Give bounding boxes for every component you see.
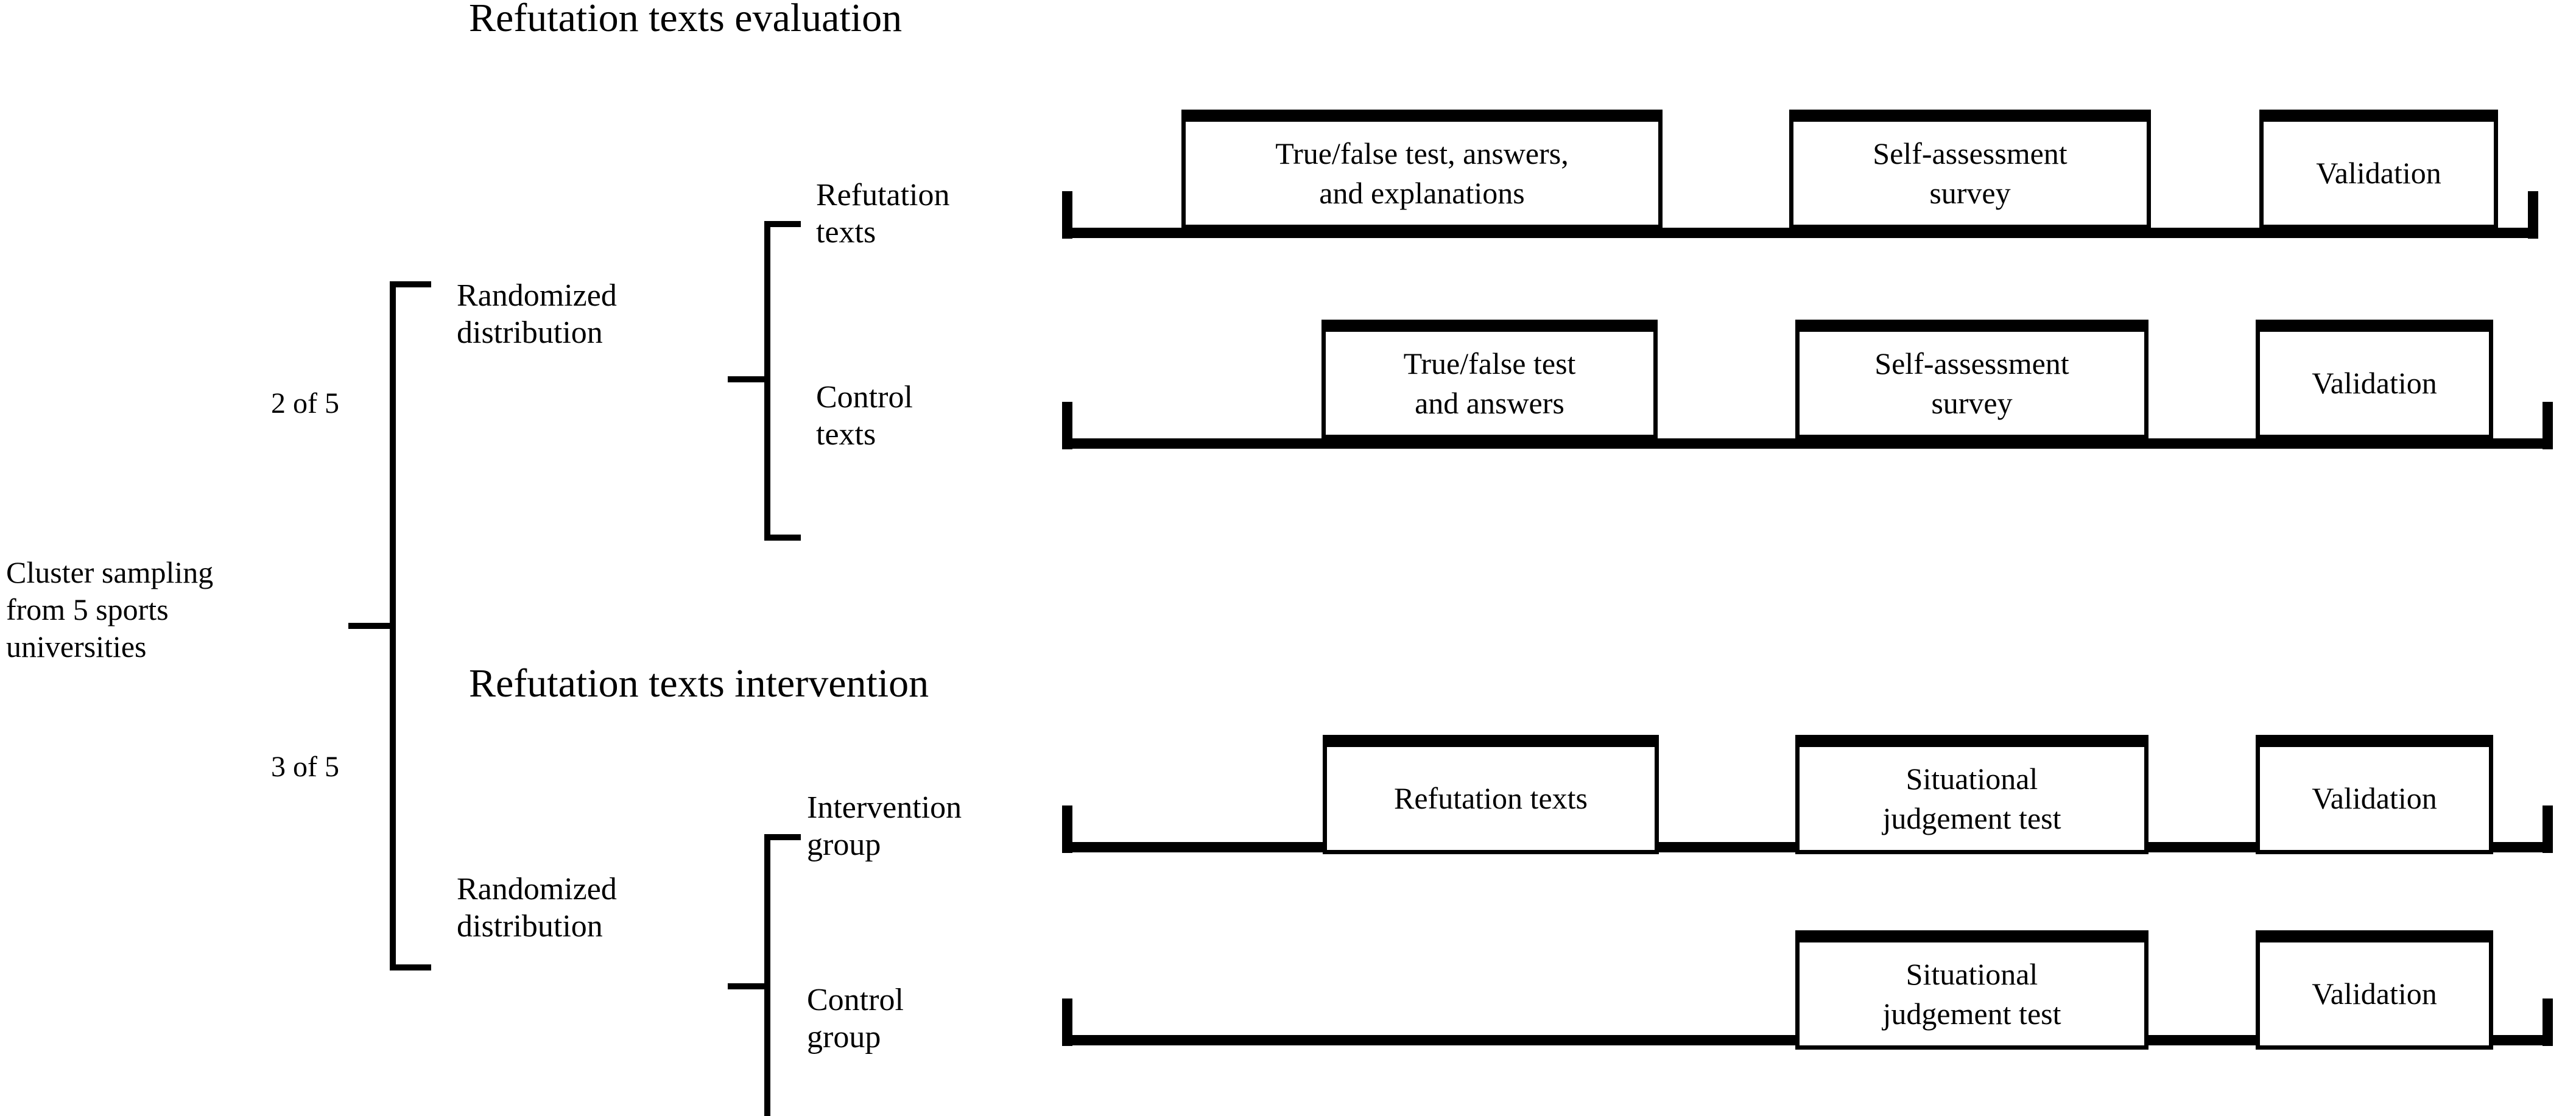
event-box: Validation	[2259, 110, 2498, 229]
allocation-label-bottom: 3 of 5	[271, 751, 339, 783]
event-box: Situational judgement test	[1795, 930, 2148, 1050]
timeline-cap-start-refutation-texts	[1062, 191, 1072, 239]
timeline-cap-end-control-group	[2543, 998, 2553, 1046]
event-box: True/false test, answers, and explanatio…	[1181, 110, 1663, 229]
event-box-label: Self-assessment survey	[1874, 346, 2069, 420]
event-box-label: True/false test and answers	[1403, 346, 1576, 420]
intervention-bracket-arm-top	[764, 834, 801, 840]
event-box: Refutation texts	[1323, 735, 1659, 854]
event-box: Situational judgement test	[1795, 735, 2148, 854]
arm-label-control-group: Control group	[807, 983, 904, 1055]
event-box-label: True/false test, answers, and explanatio…	[1275, 136, 1569, 210]
event-box: True/false test and answers	[1321, 320, 1658, 439]
timeline-cap-start-control-texts	[1062, 402, 1072, 449]
section-title-evaluation: Refutation texts evaluation	[469, 0, 903, 40]
arm-label-refutation-texts: Refutation texts	[816, 178, 950, 250]
main-bracket-stub	[348, 623, 392, 629]
event-box: Validation	[2256, 320, 2493, 439]
randomization-label-evaluation: Randomized distribution	[457, 278, 617, 351]
event-box-label: Validation	[2312, 366, 2437, 400]
evaluation-bracket-arm-top	[764, 221, 801, 227]
randomization-label-intervention: Randomized distribution	[457, 872, 617, 944]
intervention-bracket-spine	[764, 834, 770, 1116]
allocation-label-top: 2 of 5	[271, 387, 339, 419]
root-label-cluster-sampling: Cluster sampling from 5 sports universit…	[6, 555, 214, 664]
event-box: Validation	[2256, 930, 2493, 1050]
timeline-bar-control-texts	[1062, 438, 2553, 449]
event-box-label: Validation	[2312, 977, 2437, 1011]
evaluation-bracket-spine	[764, 221, 770, 541]
section-title-intervention: Refutation texts intervention	[469, 661, 929, 706]
timeline-bar-refutation-texts	[1062, 228, 2538, 238]
event-box-label: Situational judgement test	[1882, 761, 2061, 835]
event-box-label: Validation	[2312, 781, 2437, 815]
event-box-label: Situational judgement test	[1882, 956, 2061, 1031]
arm-label-control-texts: Control texts	[816, 380, 913, 452]
event-box-label: Refutation texts	[1394, 781, 1588, 815]
arm-label-intervention-group: Intervention group	[807, 790, 962, 863]
timeline-cap-end-intervention-group	[2543, 805, 2553, 853]
intervention-bracket-stub	[728, 983, 765, 989]
timeline-cap-end-refutation-texts	[2528, 191, 2538, 239]
evaluation-bracket-stub	[728, 376, 765, 382]
main-bracket-arm-bottom	[390, 964, 431, 970]
event-box-label: Self-assessment survey	[1873, 136, 2067, 210]
event-box: Self-assessment survey	[1789, 110, 2151, 229]
event-box: Validation	[2256, 735, 2493, 854]
event-box: Self-assessment survey	[1795, 320, 2148, 439]
event-box-label: Validation	[2316, 156, 2441, 190]
timeline-cap-end-control-texts	[2543, 402, 2553, 449]
evaluation-bracket-arm-bottom	[764, 535, 801, 541]
timeline-cap-start-intervention-group	[1062, 805, 1072, 853]
main-bracket-arm-top	[390, 281, 431, 287]
main-bracket-spine	[390, 281, 396, 970]
timeline-cap-start-control-group	[1062, 998, 1072, 1046]
